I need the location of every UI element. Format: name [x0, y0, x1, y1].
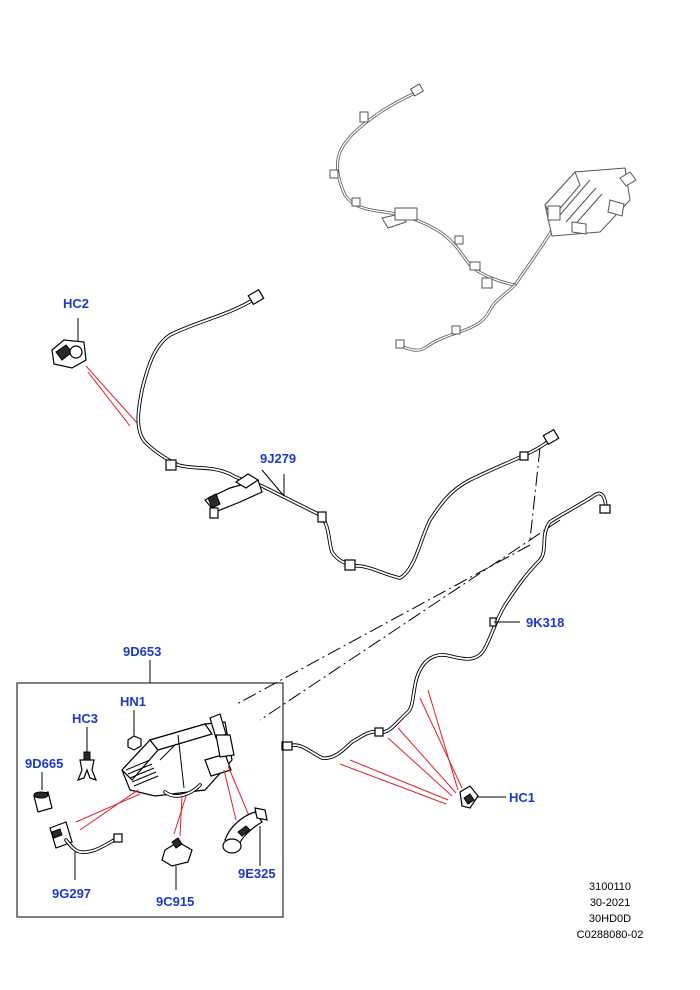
- callout-9d653[interactable]: 9D653: [123, 644, 162, 659]
- callout-hc2[interactable]: HC2: [63, 296, 90, 311]
- hn1-nut: [127, 710, 142, 751]
- callout-9k318[interactable]: 9K318: [526, 615, 565, 630]
- callout-9c915[interactable]: 9C915: [156, 894, 195, 909]
- overview-assembly: [329, 83, 637, 352]
- callout-9g297[interactable]: 9G297: [52, 886, 92, 901]
- callout-hn1[interactable]: HN1: [120, 694, 147, 709]
- reference-line-3: 30HD0D: [588, 913, 632, 925]
- sensor-9c915: [161, 837, 193, 890]
- pipe-9k318: [234, 491, 611, 760]
- callout-9j279[interactable]: 9J279: [260, 451, 297, 466]
- valve-9e325: [222, 807, 268, 866]
- hc1-clip: [339, 689, 506, 809]
- reference-line-4: C0288080-02: [576, 929, 644, 941]
- reference-block: 3100110 30-2021 30HD0D C0288080-02: [560, 879, 660, 943]
- hc3-clip: [76, 727, 98, 781]
- hc2-clip: [51, 318, 139, 427]
- canister: [75, 713, 251, 837]
- canister-kit-box: [16, 660, 284, 918]
- reference-line-1: 3100110: [588, 881, 631, 893]
- callout-hc1[interactable]: HC1: [509, 790, 536, 805]
- pump-9g297: [49, 821, 123, 880]
- callout-9e325[interactable]: 9E325: [238, 866, 276, 881]
- filter-9d665: [33, 772, 53, 813]
- callout-9d665[interactable]: 9D665: [25, 756, 64, 771]
- callout-hc3[interactable]: HC3: [72, 711, 99, 726]
- reference-line-2: 30-2021: [589, 897, 631, 909]
- pipe-9j279: [136, 288, 560, 580]
